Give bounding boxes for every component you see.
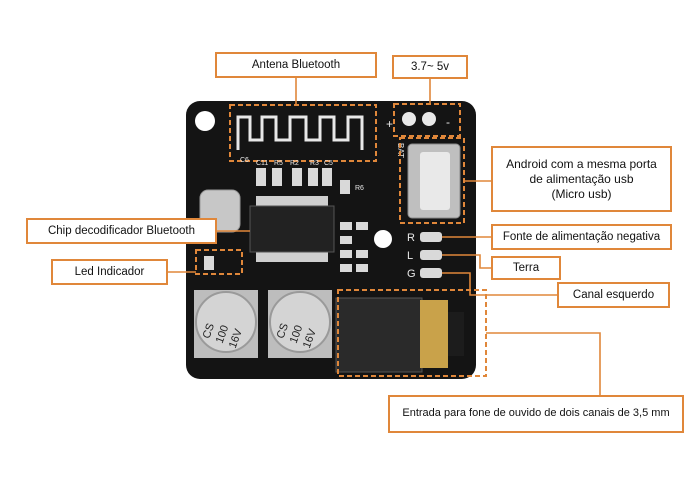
decoder-chip-pins-top	[256, 196, 328, 208]
ground-label: Terra	[491, 256, 561, 280]
r-l-g-marks: R L G	[407, 232, 416, 280]
decoder-chip-pins-bottom	[256, 250, 328, 262]
svg-text:R6: R6	[355, 185, 364, 192]
audio-jack-socket	[448, 312, 464, 356]
jack-zone	[337, 289, 487, 377]
svg-text:R3: R3	[310, 160, 319, 167]
svg-text:R2: R2	[290, 160, 299, 167]
svg-text:G: G	[407, 268, 416, 280]
power-pad-minus	[422, 112, 436, 126]
svg-text:R: R	[407, 232, 415, 244]
silkscreen-labels: C11 R5 R3 C5 R2 R6 C6	[240, 157, 364, 192]
power-zone	[393, 103, 461, 137]
svg-text:R5: R5	[274, 160, 283, 167]
svg-text:C11: C11	[256, 160, 268, 167]
antena-bluetooth-label: Antena Bluetooth	[215, 52, 377, 78]
micro-usb-label: Android com a mesma porta de alimentação…	[491, 146, 672, 212]
svg-text:100: 100	[288, 324, 306, 345]
power-minus-mark: -	[446, 115, 450, 129]
micro-usb-port	[420, 152, 450, 210]
antenna-trace	[236, 115, 364, 150]
capacitor-left	[195, 291, 257, 353]
svg-text:C5: C5	[324, 160, 333, 167]
led	[204, 256, 214, 270]
left-channel-label: Canal esquerdo	[557, 282, 670, 308]
decoder-chip	[249, 205, 335, 253]
power-pad-plus	[402, 112, 416, 126]
mounting-hole	[195, 111, 215, 131]
voltage-label: 3.7~ 5v	[392, 55, 468, 79]
led-zone	[195, 249, 243, 275]
bat-mark: BAT	[396, 143, 405, 158]
svg-text:C6: C6	[240, 157, 249, 164]
decoder-chip-label: Chip decodificador Bluetooth	[26, 218, 217, 244]
svg-text:CS: CS	[201, 322, 218, 340]
leader-lines	[168, 78, 601, 395]
audio-jack-body	[335, 297, 423, 373]
mounting-hole	[374, 230, 392, 248]
antenna-zone	[229, 104, 377, 162]
svg-text:100: 100	[214, 324, 232, 345]
svg-text:L: L	[407, 250, 413, 262]
audio-jack-gold	[420, 300, 448, 368]
svg-text:CS: CS	[275, 322, 292, 340]
power-plus-mark: +	[386, 117, 393, 131]
capacitor-right	[269, 291, 331, 353]
smd-components	[256, 168, 442, 278]
negative-supply-label: Fonte de alimentação negativa	[491, 224, 672, 250]
headphone-input-label: Entrada para fone de ouvido de dois cana…	[388, 395, 684, 433]
led-indicator-label: Led Indicador	[51, 259, 168, 285]
